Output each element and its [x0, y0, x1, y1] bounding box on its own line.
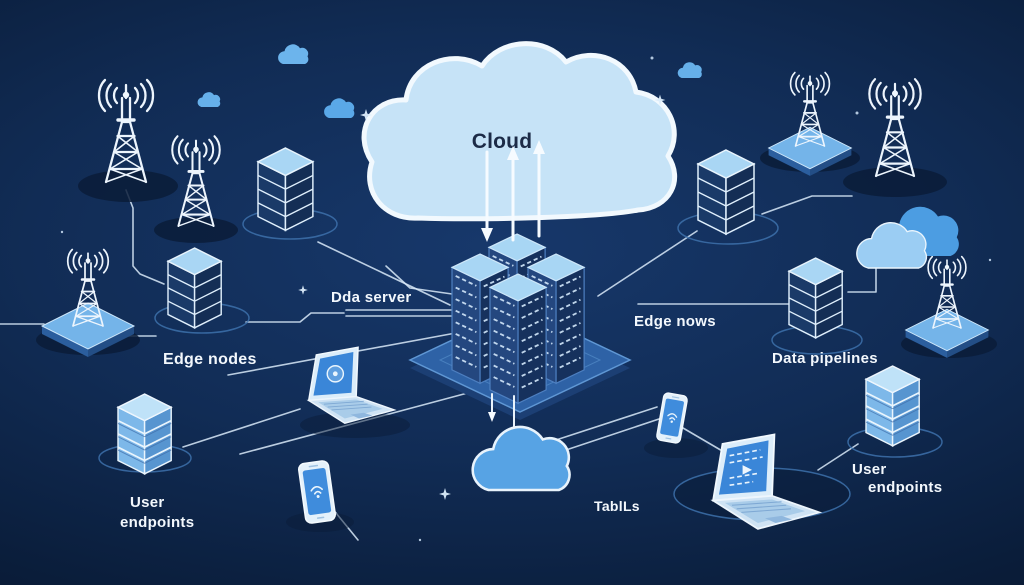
server-rack-icon — [167, 247, 222, 329]
laptop-icon — [307, 346, 395, 424]
label-user-endpoints-left: User endpoints — [120, 494, 194, 531]
cloud-label: Cloud — [472, 130, 532, 153]
label-edge-rows: Edge nows — [634, 313, 716, 330]
label-data-server: Dda server — [331, 289, 412, 306]
small-cloud-icon — [278, 44, 309, 64]
label-tablets: TablLs — [594, 498, 640, 514]
server-rack-icon — [865, 365, 921, 447]
data-center-icon — [408, 233, 632, 420]
svg-text:endpoints: endpoints — [868, 479, 942, 496]
bottom-cloud-icon — [471, 425, 572, 492]
server-rack-icon — [697, 149, 755, 235]
platform-down-arrows — [488, 393, 515, 429]
cloud-data-arrows — [481, 140, 545, 242]
svg-text:User: User — [852, 461, 887, 478]
label-data-pipelines: Data pipelines — [772, 350, 878, 367]
smartphone-icon — [655, 391, 689, 445]
server-rack-icon — [257, 147, 314, 232]
cell-tower-icon — [170, 134, 222, 228]
cell-tower-icon — [867, 77, 923, 178]
cloud-icon — [361, 41, 678, 222]
cloud-pipeline-icon — [855, 206, 959, 270]
small-cloud-icon — [324, 98, 355, 118]
laptop-screen-text — [729, 449, 763, 487]
svg-text:User: User — [130, 494, 165, 511]
small-cloud-icon — [197, 92, 221, 107]
label-user-endpoints-right: User endpoints — [852, 461, 942, 496]
svg-text:endpoints: endpoints — [120, 514, 194, 531]
laptop-screen-badge — [326, 365, 345, 383]
small-cloud-icon — [677, 62, 702, 78]
server-rack-icon — [788, 257, 843, 339]
server-rack-icon — [117, 393, 173, 475]
cell-tower-icon — [97, 78, 155, 184]
label-edge-nodes: Edge nodes — [163, 351, 257, 368]
